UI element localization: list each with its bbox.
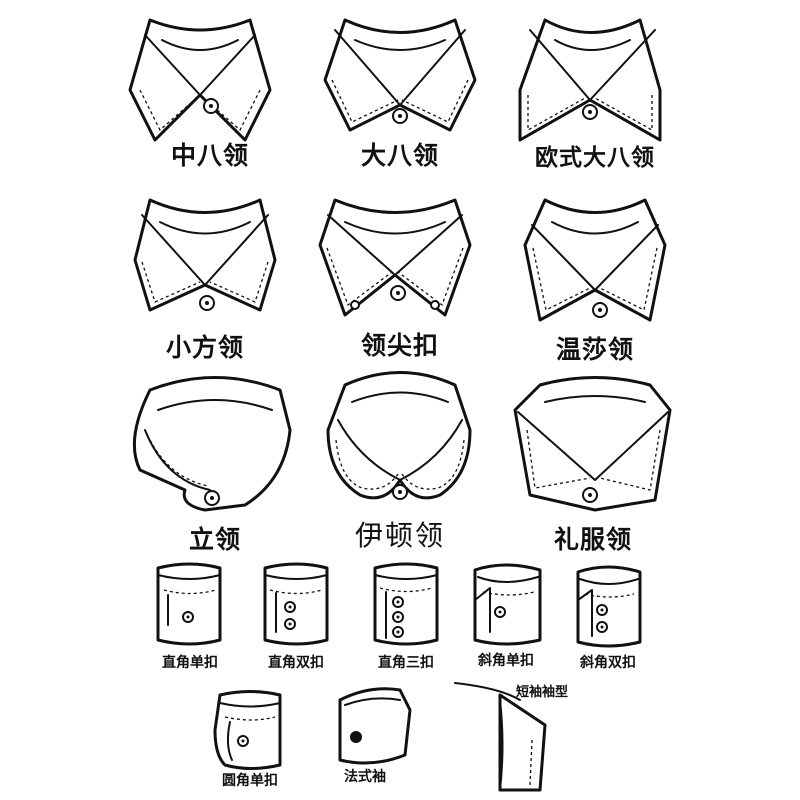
collar-zhong-ba-label: 中八领 [170,141,249,170]
collar-yi-dun-label: 伊顿领 [354,519,445,552]
cuff-zhi-jiao-san-kou-label: 直角三扣 [378,655,434,671]
short-sleeve-label: 短袖袖型 [515,685,568,700]
collar-da-ba-label: 大八领 [360,141,439,170]
collar-li-fu-label: 礼服领 [553,525,632,554]
cuff-xie-jiao-dan-kou-label: 斜角单扣 [478,653,534,669]
collar-xiao-fang-label: 小方领 [165,333,244,362]
cuff-xie-jiao-shuang-kou-label: 斜角双扣 [580,655,636,671]
cuff-zhi-jiao-dan-kou-label: 直角单扣 [162,655,218,671]
collar-ling-jian-kou-label: 领尖扣 [360,331,439,360]
cuff-fa-shi-label: 法式袖 [344,769,386,785]
collar-li-label: 立领 [188,525,241,554]
cuff-yuan-jiao-dan-kou-label: 圆角单扣 [222,773,278,789]
collar-wen-sha-label: 温莎领 [555,335,634,364]
cuff-zhi-jiao-shuang-kou-label: 直角双扣 [268,655,324,671]
collar-ou-shi-da-ba-label: 欧式大八领 [535,145,655,171]
